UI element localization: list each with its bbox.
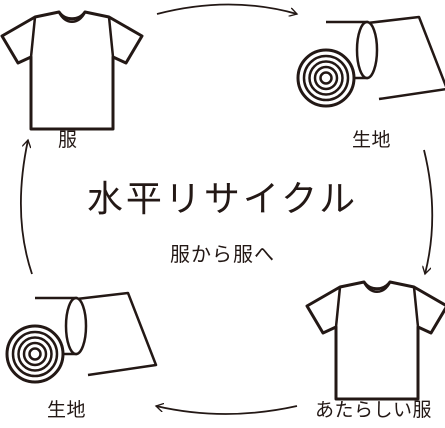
node-label-fabric-bottom: 生地	[47, 399, 87, 421]
fabric-roll-icon	[296, 15, 445, 108]
node-label-fabric-top: 生地	[352, 129, 392, 151]
arrow-left	[20, 140, 33, 275]
diagram-subtitle: 服から服へ	[170, 242, 275, 266]
node-label-clothes: 服	[58, 129, 78, 151]
diagram-title: 水平リサイクル	[86, 179, 359, 220]
tshirt-icon	[305, 280, 445, 401]
arrow-right	[424, 149, 434, 274]
fabric-roll-icon	[5, 291, 158, 384]
arrow-top	[156, 3, 297, 15]
node-label-new-clothes: あたらしい服	[315, 399, 433, 421]
tshirt-icon	[0, 10, 144, 131]
arrow-bottom	[156, 406, 298, 415]
